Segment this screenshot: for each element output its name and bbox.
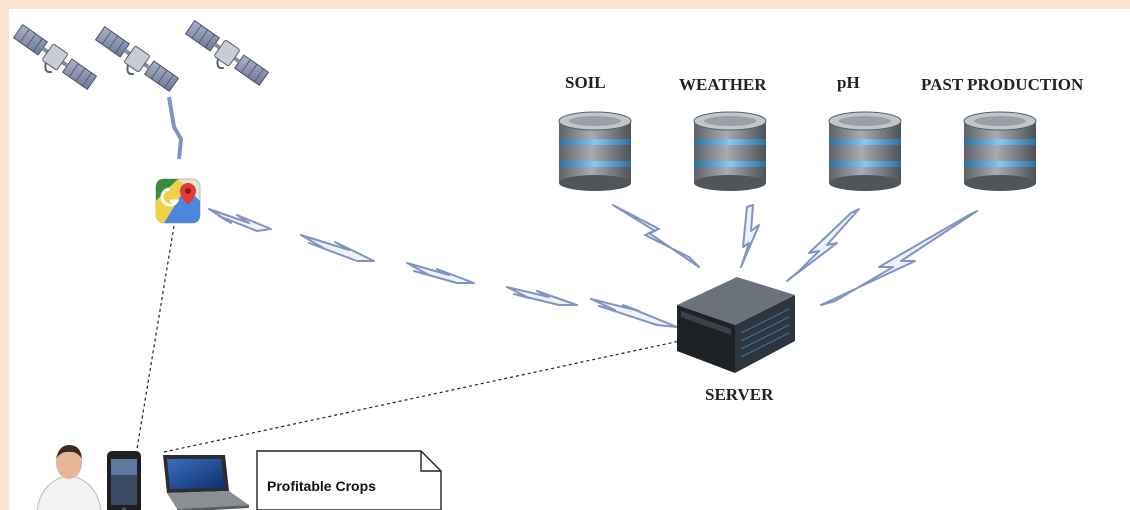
satellite-icon [179, 17, 271, 94]
document-icon [256, 450, 442, 510]
document-label: Profitable Crops [267, 478, 376, 494]
satellite-icon [89, 23, 181, 100]
wireless-link-past-production-server [820, 210, 978, 306]
soil-label: SOIL [565, 73, 606, 92]
satellite-icon [9, 21, 99, 98]
wired-link-maps-phone [136, 225, 175, 450]
laptop-icon [163, 455, 249, 510]
wireless-link-ph-server [786, 208, 860, 282]
server-label: SERVER [705, 385, 774, 404]
smartphone-icon [107, 451, 141, 510]
ph-label: pH [837, 73, 860, 92]
wired-link-laptop-server [163, 338, 690, 453]
database-icon-ph [828, 111, 902, 192]
wireless-link-maps-server [208, 208, 678, 328]
database-icon-soil [558, 111, 632, 192]
architecture-diagram: SOIL WEATHER pH PAST PRODUCTION SERVER P… [9, 9, 1130, 510]
database-icon-past-production [963, 111, 1037, 192]
wireless-link-satellite-maps [167, 96, 183, 160]
server-icon [677, 277, 795, 373]
database-icon-weather [693, 111, 767, 192]
google-maps-icon [155, 178, 201, 224]
wireless-link-weather-server [740, 204, 760, 268]
diagram-canvas [9, 17, 1037, 510]
weather-label: WEATHER [679, 75, 767, 94]
user-icon [36, 445, 102, 510]
wireless-link-soil-server [612, 204, 700, 268]
past-production-label: PAST PRODUCTION [921, 75, 1084, 94]
